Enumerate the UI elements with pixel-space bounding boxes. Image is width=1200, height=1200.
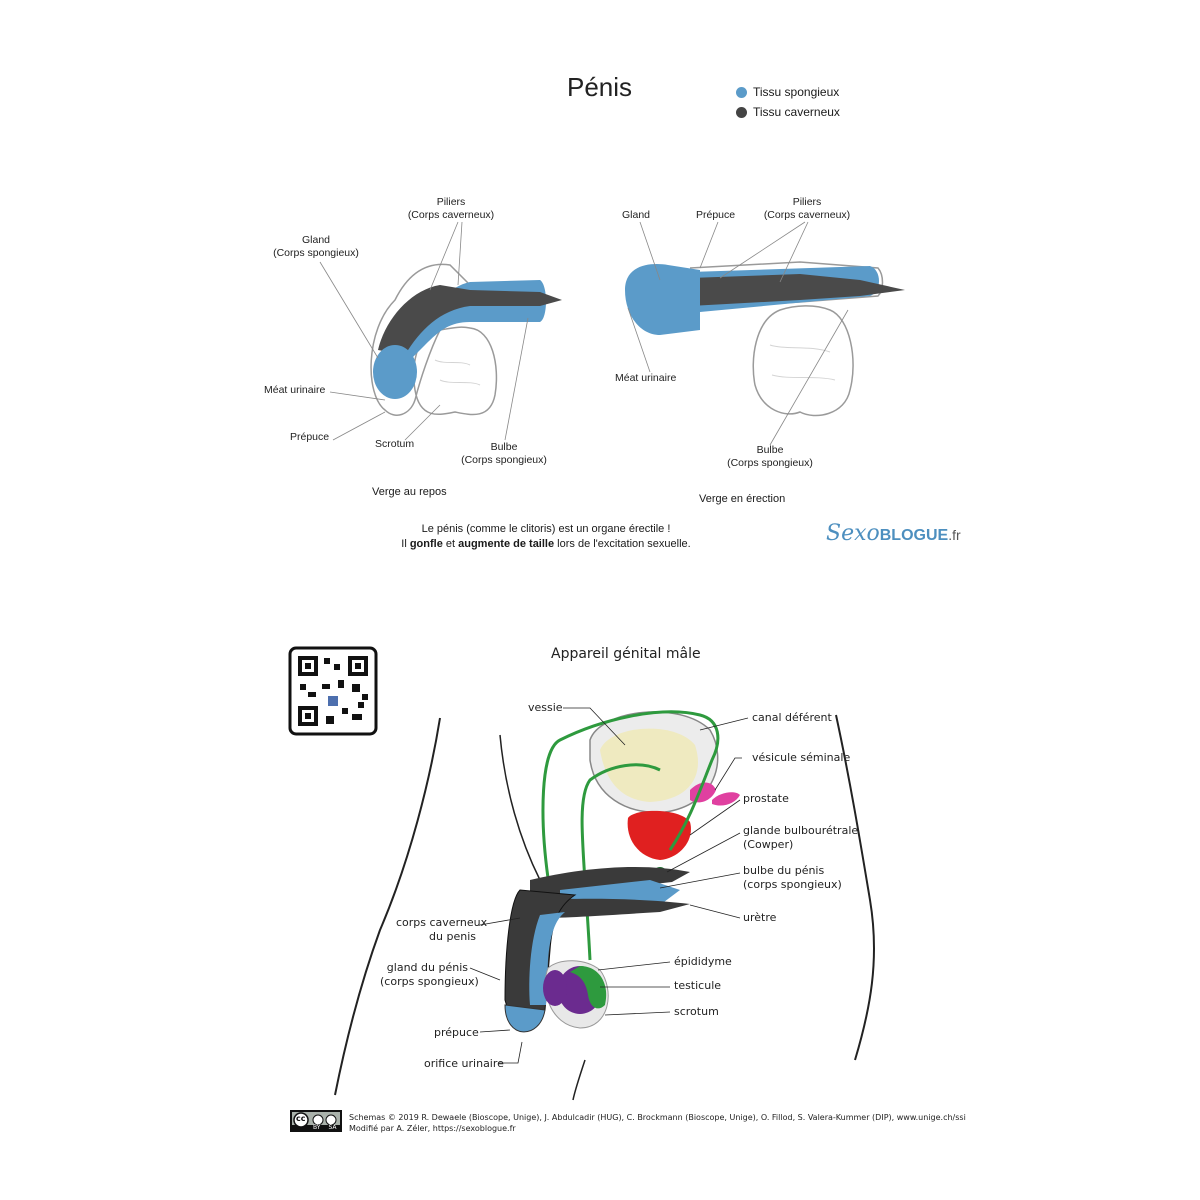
rest-bulbe-text: Bulbe bbox=[490, 441, 518, 453]
note-bold-augmente: augmente de taille bbox=[458, 538, 555, 550]
rest-label-bulbe: Bulbe (Corps spongieux) bbox=[458, 441, 550, 467]
page-title: Pénis bbox=[567, 72, 633, 102]
sexoblogue-logo: SexoBLOGUE.fr bbox=[826, 520, 961, 546]
label-scrotum: scrotum bbox=[674, 1005, 719, 1018]
logo-fr: .fr bbox=[948, 527, 961, 543]
label-gland-text: gland du pénis bbox=[386, 961, 468, 974]
legend-label-cavernous: Tissu caverneux bbox=[753, 105, 840, 119]
label-bulbe-sub: (corps spongieux) bbox=[743, 878, 842, 891]
erect-label-meat: Méat urinaire bbox=[615, 372, 677, 384]
rest-label-prepuce: Prépuce bbox=[290, 431, 330, 443]
rest-label-scrotum: Scrotum bbox=[375, 438, 415, 450]
rest-gland-text: Gland bbox=[301, 234, 331, 246]
label-uretre: urètre bbox=[743, 911, 777, 924]
note-bold-gonfle: gonfle bbox=[409, 538, 443, 550]
label-gland-du-penis: gland du pénis (corps spongieux) bbox=[380, 961, 479, 989]
cavernous-swatch bbox=[736, 106, 747, 118]
legend-label-spongy: Tissu spongieux bbox=[753, 85, 840, 99]
qr-code bbox=[288, 646, 378, 736]
label-prostate: prostate bbox=[743, 792, 789, 805]
label-prepuce: prépuce bbox=[434, 1026, 479, 1039]
note-line-2: Il gonfle et augmente de taille lors de … bbox=[336, 537, 756, 552]
label-bulbe-du-penis: bulbe du pénis (corps spongieux) bbox=[743, 864, 842, 892]
logo-sexo: Sexo bbox=[826, 521, 880, 546]
credits-line-1: Schemas © 2019 R. Dewaele (Bioscope, Uni… bbox=[349, 1113, 966, 1122]
rest-piliers-text: Piliers bbox=[436, 196, 466, 208]
legend-item-spongy: Tissu spongieux bbox=[736, 85, 839, 99]
male-anatomy-illustration bbox=[334, 707, 875, 1101]
cc-mark: cc bbox=[296, 1114, 306, 1123]
erect-piliers-text: Piliers bbox=[792, 196, 822, 208]
erect-label-bulbe: Bulbe (Corps spongieux) bbox=[724, 444, 816, 470]
legend-item-cavernous: Tissu caverneux bbox=[736, 105, 840, 119]
erect-penis-illustration bbox=[625, 221, 905, 446]
spongy-swatch bbox=[736, 86, 747, 98]
label-glande-text: glande bulbourétrale bbox=[743, 824, 859, 837]
label-bulbe-text: bulbe du pénis bbox=[743, 864, 825, 877]
label-corps-caverneux: corps caverneux du penis bbox=[396, 916, 488, 944]
label-cowper-text: (Cowper) bbox=[743, 838, 794, 851]
label-glande-bulbouretrale: glande bulbourétrale (Cowper) bbox=[743, 824, 858, 852]
erect-piliers-sub: (Corps caverneux) bbox=[763, 209, 851, 221]
erect-label-piliers: Piliers (Corps caverneux) bbox=[761, 196, 853, 222]
logo-blogue: BLOGUE bbox=[879, 527, 949, 544]
credits-line-2: Modifié par A. Zéler, https://sexoblogue… bbox=[349, 1124, 516, 1133]
label-gland-sub: (corps spongieux) bbox=[380, 975, 479, 988]
rest-label-gland: Gland (Corps spongieux) bbox=[270, 234, 362, 260]
label-canal-deferent: canal déférent bbox=[752, 711, 832, 724]
label-vesicule-seminale: vésicule séminale bbox=[752, 751, 851, 764]
cc-license-badge bbox=[290, 1110, 342, 1132]
label-du-penis-text: du penis bbox=[429, 930, 476, 943]
label-vessie: vessie bbox=[528, 701, 563, 714]
rest-gland-sub: (Corps spongieux) bbox=[273, 247, 359, 259]
label-epididyme: épididyme bbox=[674, 955, 732, 968]
erectile-note: Le pénis (comme le clitoris) est un orga… bbox=[336, 522, 756, 552]
rest-bulbe-sub: (Corps spongieux) bbox=[461, 454, 547, 466]
erect-label-prepuce: Prépuce bbox=[696, 209, 736, 221]
rest-label-piliers: Piliers (Corps caverneux) bbox=[405, 196, 497, 222]
cc-badge-text: BY SA bbox=[313, 1124, 336, 1131]
rest-caption: Verge au repos bbox=[372, 486, 447, 498]
erect-bulbe-sub: (Corps spongieux) bbox=[727, 457, 813, 469]
cc-sa: SA bbox=[328, 1124, 337, 1131]
erect-caption: Verge en érection bbox=[699, 493, 786, 505]
erect-bulbe-text: Bulbe bbox=[756, 444, 784, 456]
cc-by: BY bbox=[313, 1124, 321, 1131]
note-line-1: Le pénis (comme le clitoris) est un orga… bbox=[421, 523, 671, 535]
label-corps-text: corps caverneux bbox=[396, 916, 488, 929]
credits: Schemas © 2019 R. Dewaele (Bioscope, Uni… bbox=[349, 1112, 966, 1134]
label-orifice-urinaire: orifice urinaire bbox=[424, 1057, 504, 1070]
label-testicule: testicule bbox=[674, 979, 722, 992]
note-part-e: lors de l'excitation sexuelle. bbox=[554, 538, 691, 550]
resting-penis-illustration bbox=[319, 221, 562, 441]
note-part-c: et bbox=[442, 538, 459, 550]
rest-label-meat: Méat urinaire bbox=[264, 384, 326, 396]
diagram2-title: Appareil génital mâle bbox=[551, 646, 701, 662]
note-part-a: Il bbox=[401, 538, 410, 550]
erect-label-gland: Gland bbox=[622, 209, 651, 221]
rest-piliers-sub: (Corps caverneux) bbox=[407, 209, 495, 221]
